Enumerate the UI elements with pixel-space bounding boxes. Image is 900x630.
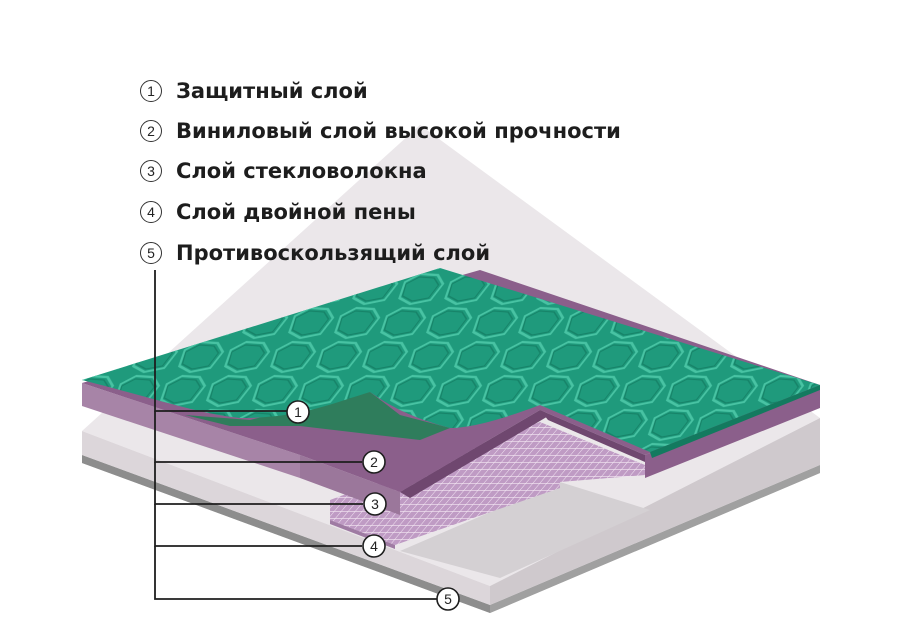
- legend-label: Слой двойной пены: [176, 200, 416, 224]
- vinyl-cut-edge: [400, 410, 550, 498]
- vinyl-side-front: [82, 383, 300, 478]
- base-side-front: [82, 455, 490, 613]
- foam-side-front: [82, 431, 490, 605]
- legend-number: 2: [140, 120, 162, 142]
- foam-side-right: [490, 418, 820, 605]
- callout-1: 1: [286, 400, 310, 424]
- leader-line-5: [154, 546, 437, 600]
- protective-layer: [82, 268, 820, 458]
- legend-label: Слой стекловолокна: [176, 159, 427, 183]
- legend-number: 3: [140, 160, 162, 182]
- legend-item-protective: 1 Защитный слой: [140, 76, 368, 106]
- legend-number: 4: [140, 201, 162, 223]
- callout-4: 4: [362, 534, 386, 558]
- legend-item-fiberglass: 3 Слой стекловолокна: [140, 156, 427, 186]
- legend-item-vinyl: 2 Виниловый слой высокой прочности: [140, 116, 621, 146]
- green-edge-right: [650, 385, 820, 458]
- leader-lines: [154, 270, 437, 600]
- vinyl-side-right: [645, 385, 820, 478]
- callout-3: 3: [363, 492, 387, 516]
- base-side-right: [490, 465, 820, 613]
- anti-slip-base-layer: [82, 455, 820, 613]
- legend-label: Защитный слой: [176, 79, 368, 103]
- callout-2-label: 2: [370, 454, 378, 470]
- callout-5-label: 5: [444, 591, 452, 607]
- legend-label: Виниловый слой высокой прочности: [176, 119, 621, 143]
- legend-item-anti-slip: 5 Противоскользящий слой: [140, 238, 490, 268]
- mesh-surface: [330, 422, 645, 545]
- callout-1-label: 1: [294, 404, 302, 420]
- foam-exposed-area: [400, 482, 650, 578]
- legend-number: 5: [140, 242, 162, 264]
- callout-2: 2: [362, 450, 386, 474]
- callouts: 1 2 3 4 5: [286, 400, 460, 611]
- vinyl-cut-edge-2: [540, 410, 645, 462]
- legend-label: Противоскользящий слой: [176, 241, 491, 265]
- legend-number: 1: [140, 80, 162, 102]
- legend-item-foam: 4 Слой двойной пены: [140, 197, 416, 227]
- callout-4-label: 4: [370, 538, 378, 554]
- callout-3-label: 3: [371, 496, 379, 512]
- callout-5: 5: [436, 587, 460, 611]
- green-cut-underside: [185, 392, 450, 440]
